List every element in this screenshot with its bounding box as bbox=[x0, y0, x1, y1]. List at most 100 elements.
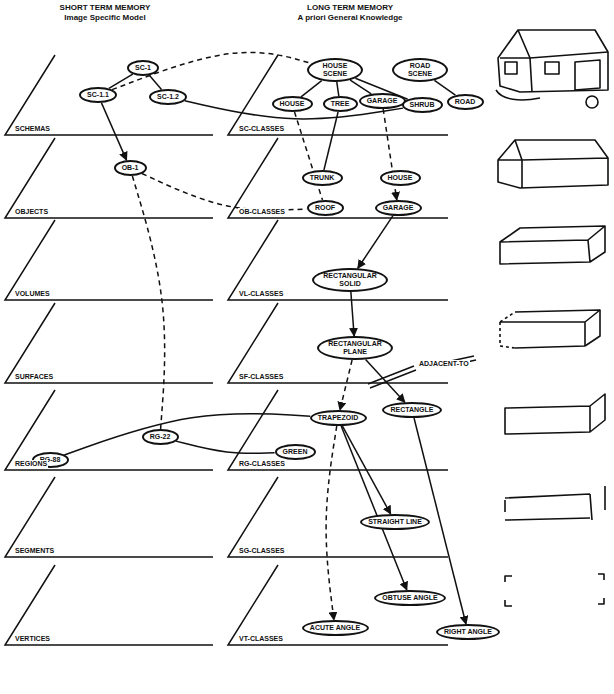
surface-shape bbox=[500, 310, 600, 348]
connector bbox=[351, 292, 354, 336]
class-node: OBTUSE ANGLE bbox=[374, 590, 446, 606]
plane-label: SCHEMAS bbox=[14, 125, 51, 133]
plane bbox=[228, 565, 448, 645]
class-node: HOUSE bbox=[272, 96, 313, 112]
plane-label: VOLUMES bbox=[14, 290, 51, 298]
plane-label: ADJACENT-TO bbox=[418, 360, 470, 368]
class-node: HOUSE SCENE bbox=[307, 58, 363, 82]
plane bbox=[228, 220, 448, 300]
node-text: ROAD bbox=[455, 98, 476, 106]
plane-label: REGIONS bbox=[14, 460, 48, 468]
connector bbox=[337, 82, 339, 96]
object-shape bbox=[498, 140, 608, 188]
class-node: ROAD SCENE bbox=[392, 58, 448, 82]
connector bbox=[112, 52, 311, 89]
volume-shape bbox=[500, 226, 605, 264]
connector bbox=[64, 414, 310, 455]
plane-label: VT-CLASSES bbox=[238, 635, 284, 643]
connector bbox=[149, 75, 161, 89]
node-text: TRUNK bbox=[310, 174, 335, 182]
node-text: OBTUSE ANGLE bbox=[382, 594, 437, 602]
class-node: TRUNK bbox=[302, 170, 343, 186]
node-text: RECTANGULAR SOLID bbox=[320, 272, 380, 287]
plane bbox=[5, 390, 213, 470]
connector bbox=[301, 81, 322, 97]
node-text: RIGHT ANGLE bbox=[444, 628, 492, 636]
node-text: SC-1.1 bbox=[87, 91, 109, 99]
connector bbox=[142, 174, 307, 211]
class-node: GREEN bbox=[275, 444, 316, 460]
class-node: SC-1 bbox=[127, 60, 159, 76]
connector bbox=[324, 112, 338, 170]
node-text: RG-22 bbox=[150, 433, 171, 441]
memory-heading: Image Specific Model bbox=[63, 14, 146, 23]
plane-label: SC-CLASSES bbox=[238, 125, 285, 133]
node-text: HOUSE SCENE bbox=[315, 62, 355, 77]
plane-label: RG-CLASSES bbox=[238, 460, 286, 468]
class-node: OB-1 bbox=[114, 160, 147, 176]
connector bbox=[341, 426, 407, 590]
node-text: RECTANGLE bbox=[390, 406, 433, 414]
node-text: SC-1 bbox=[135, 64, 151, 72]
node-text: SHRUB bbox=[410, 101, 435, 109]
node-text: ROAD SCENE bbox=[400, 62, 440, 77]
node-text: TRAPEZOID bbox=[318, 414, 358, 422]
plane-label: SF-CLASSES bbox=[238, 373, 284, 381]
connector bbox=[383, 109, 397, 200]
node-text: GREEN bbox=[283, 448, 308, 456]
plane-label: OBJECTS bbox=[14, 208, 49, 216]
plane bbox=[228, 55, 448, 135]
connector bbox=[340, 360, 352, 410]
class-node: RECTANGULAR SOLID bbox=[312, 268, 388, 292]
memory-heading: SHORT TERM MEMORY bbox=[59, 4, 152, 13]
connector bbox=[295, 112, 323, 200]
connector bbox=[326, 426, 337, 620]
class-node: STRAIGHT LINE bbox=[360, 514, 430, 530]
node-text: HOUSE bbox=[280, 100, 305, 108]
node-text: STRAIGHT LINE bbox=[368, 518, 422, 526]
class-node: SC-1.2 bbox=[149, 89, 187, 105]
node-text: GARAGE bbox=[367, 97, 398, 105]
class-node: RECTANGLE bbox=[382, 402, 442, 418]
connector bbox=[101, 103, 126, 160]
memory-heading: A priori General Knowledge bbox=[296, 14, 403, 23]
plane bbox=[5, 477, 213, 557]
plane bbox=[5, 303, 213, 383]
connector bbox=[358, 216, 393, 268]
vertex-shape bbox=[505, 574, 604, 606]
class-node: GARAGE bbox=[375, 200, 422, 216]
plane-label: SG-CLASSES bbox=[238, 547, 286, 555]
node-text: ROOF bbox=[315, 204, 335, 212]
node-text: ACUTE ANGLE bbox=[310, 624, 360, 632]
class-node: SHRUB bbox=[402, 97, 443, 113]
class-node: RG-22 bbox=[142, 429, 179, 445]
class-node: ROOF bbox=[307, 200, 344, 216]
class-node: GARAGE bbox=[359, 93, 406, 109]
connector bbox=[132, 176, 164, 429]
connector bbox=[176, 441, 275, 453]
memory-heading: LONG TERM MEMORY bbox=[306, 4, 394, 13]
node-text: SC-1.2 bbox=[157, 93, 179, 101]
node-text: GARAGE bbox=[383, 204, 414, 212]
node-text: RECTANGULAR PLANE bbox=[325, 340, 385, 355]
class-node: SC-1.1 bbox=[79, 87, 117, 103]
plane bbox=[5, 220, 213, 300]
plane bbox=[228, 477, 448, 557]
connector bbox=[366, 360, 405, 403]
class-node: ROAD bbox=[447, 94, 484, 110]
plane bbox=[5, 55, 213, 135]
class-node: TRAPEZOID bbox=[310, 410, 367, 426]
class-node: ACUTE ANGLE bbox=[302, 620, 369, 636]
connector bbox=[342, 426, 390, 514]
connector bbox=[434, 80, 455, 95]
plane bbox=[228, 390, 448, 470]
segment-shape bbox=[505, 486, 605, 520]
house-sketch bbox=[496, 30, 608, 108]
class-node: TREE bbox=[323, 96, 358, 112]
class-node: HOUSE bbox=[380, 170, 421, 186]
class-node: RIGHT ANGLE bbox=[436, 624, 500, 640]
plane-label: VL-CLASSES bbox=[238, 290, 284, 298]
plane bbox=[228, 138, 448, 218]
plane-label: SEGMENTS bbox=[14, 547, 55, 555]
